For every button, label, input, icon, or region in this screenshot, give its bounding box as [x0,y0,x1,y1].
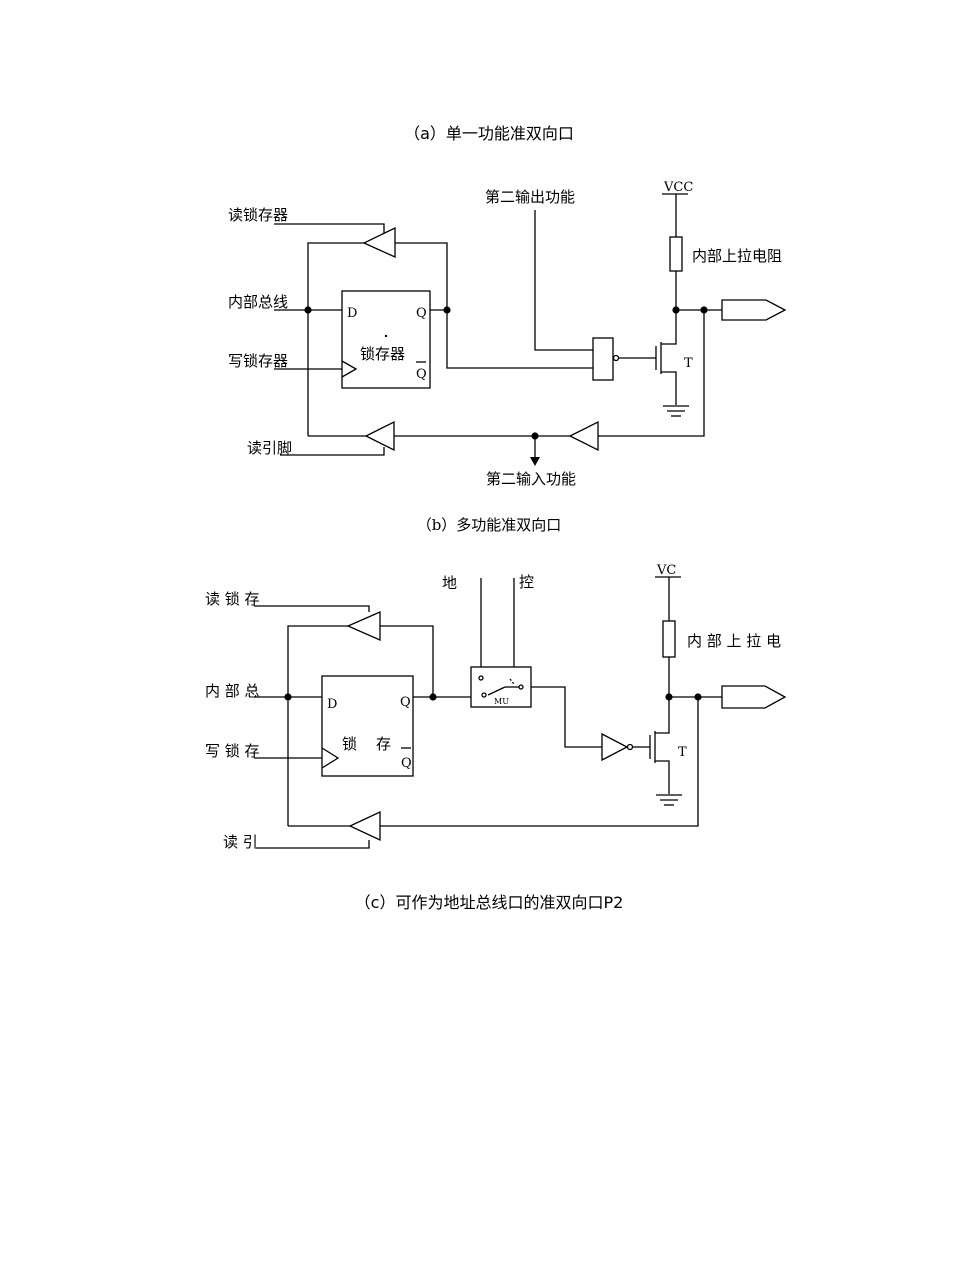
caption-c: （c）可作为地址总线口的准双向口P2 [355,893,624,912]
diagram-c: 读 锁 存 内 部 总 写 锁 存 读 引 D Q 锁 存 Q 地 控 [205,563,787,851]
junction [304,306,312,314]
mux-control-link [509,678,515,685]
pullup-resistor-c [662,620,676,658]
label-internal-bus-b: 内部总线 [228,293,288,311]
buffer-read-pin [364,420,395,452]
buffer-read-latch-c [346,611,381,641]
latch-label-c1: 锁 [342,735,357,753]
wire [380,625,434,697]
pullup-resistor-b [669,236,683,272]
arrow-down [530,457,540,466]
dot-mark [384,334,388,338]
label-read-latch-c: 读 锁 存 [205,590,260,608]
mux-contact [481,692,487,698]
wire [534,210,593,351]
wire [531,686,602,748]
latch-qbar-c: Q [401,756,412,771]
wire [274,223,385,243]
label-second-output: 第二输出功能 [485,188,575,206]
mux-label: MU [494,697,509,706]
label-T-c: T [678,745,687,760]
pin-output-b [721,299,787,321]
buffer-read-pin-c [348,810,381,842]
nor-gate [592,337,614,381]
latch-q-c: Q [400,695,411,710]
label-internal-bus-c: 内 部 总 [205,682,260,700]
fet-source [655,760,670,794]
label-pullup-c: 内 部 上 拉 电 [687,632,781,650]
wire [380,697,699,827]
label-T-b: T [684,356,693,371]
label-pullup-b: 内部上拉电阻 [692,247,782,265]
buffer-input [568,420,599,452]
inverter-bubble [612,354,620,362]
caption-a: （a）单一功能准双向口 [404,124,574,143]
wire [256,840,370,849]
junction [672,306,680,314]
wire [287,625,348,826]
latch-label-b: 锁存器 [360,345,405,363]
inverter-c [601,732,629,762]
junction [665,693,673,701]
label-read-pin-c: 读 引 [223,833,258,851]
wire [254,605,370,612]
junction [284,693,292,701]
label-second-input: 第二输入功能 [486,470,576,488]
clock-triangle [341,360,358,378]
wire [280,447,385,456]
clock-triangle [321,747,340,769]
wire [395,242,448,310]
wire [446,310,593,369]
latch-d-b: D [347,306,357,321]
label-ctrl: 控 [519,573,534,591]
pin-output-c [721,685,787,709]
diagram-b: 读锁存器 内部总线 写锁存器 读引脚 D Q 锁存器 Q 第二输出功能 [228,180,787,488]
label-write-latch-b: 写锁存器 [228,352,288,370]
mux-contact [478,675,484,681]
label-vcc-c: VC [656,563,676,578]
latch-q-b: Q [416,306,427,321]
buffer-read-latch [362,226,396,259]
fet-drain [661,310,677,345]
label-addr: 地 [442,574,457,592]
inverter-bubble [626,743,634,751]
wire [307,242,364,436]
label-vcc-b: VCC [663,180,693,195]
latch-d-c: D [327,697,337,712]
label-write-latch-c: 写 锁 存 [205,742,260,760]
fet-drain [655,697,670,734]
latch-box-c [321,675,414,777]
label-read-pin-b: 读引脚 [247,439,292,457]
wire [598,310,705,437]
latch-qbar-b: Q [416,367,427,382]
latch-box-b [341,290,431,389]
label-read-latch-b: 读锁存器 [228,206,288,224]
caption-b: （b）多功能准双向口 [417,516,562,534]
mux-switch [487,686,506,696]
junction [429,693,437,701]
fet-source [661,371,677,405]
latch-label-c2: 存 [376,735,391,753]
mux-contact [518,684,524,690]
